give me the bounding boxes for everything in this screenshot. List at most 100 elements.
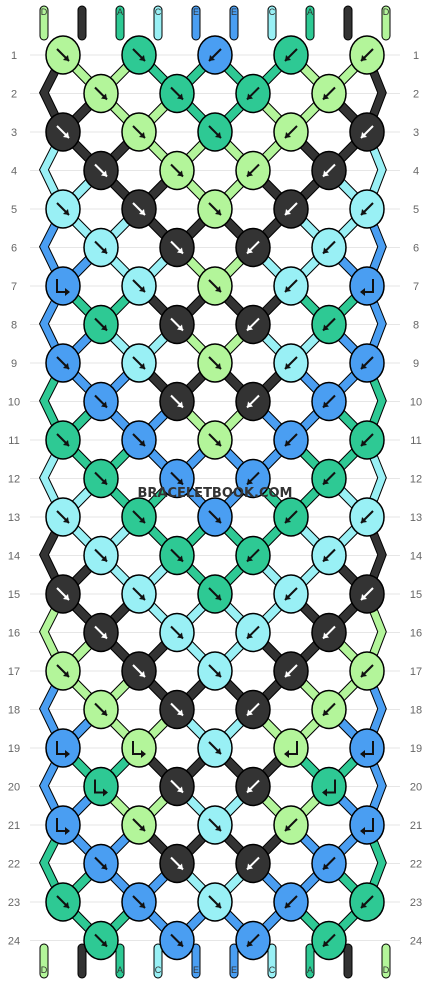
row-number-right: 5 [413, 204, 419, 216]
knot [45, 112, 81, 152]
knot [159, 304, 195, 345]
row-number-right: 12 [410, 474, 422, 486]
knot-arrow-head [247, 478, 253, 485]
knot-arrow-head [361, 671, 367, 677]
row-number-left: 1 [11, 50, 17, 62]
knot [273, 35, 309, 75]
knot [159, 843, 195, 884]
strand-label-bottom: E [231, 965, 237, 975]
knot [159, 920, 195, 961]
knot [235, 843, 271, 884]
knot [121, 728, 157, 768]
knot [235, 766, 271, 807]
knot-arrow-head [139, 132, 145, 138]
knot [83, 535, 119, 576]
knot-arrow-head [215, 825, 221, 831]
knot-oval [349, 805, 385, 845]
knot [311, 227, 347, 268]
knot [197, 651, 233, 691]
row-number-right: 17 [410, 666, 422, 678]
row-number-right: 1 [413, 50, 419, 62]
knot-arrow-head [215, 440, 221, 446]
knot-arrow-head [247, 324, 253, 331]
strand-label-bottom: D [41, 965, 48, 975]
knot [45, 35, 81, 75]
knot-arrow-head [247, 555, 253, 562]
knot-arrow-head [101, 93, 107, 100]
knot [273, 420, 309, 460]
knot-arrow-head [101, 247, 107, 254]
knot [311, 458, 347, 499]
knot-arrow-head [361, 363, 367, 369]
knot [121, 574, 157, 614]
strand-label-top: E [193, 7, 199, 17]
knot-arrow-head [63, 132, 69, 138]
knot [235, 920, 271, 961]
strand-label-top: E [231, 7, 237, 17]
row-number-right: 21 [410, 820, 422, 832]
knot [235, 535, 271, 576]
knot [197, 497, 233, 537]
knot-arrow-head [209, 55, 215, 61]
knot-arrow-head [63, 902, 69, 908]
knot [121, 189, 157, 229]
knot-arrow-head [215, 363, 221, 369]
knot-arrow-head [322, 788, 327, 797]
knot-arrow-head [323, 555, 329, 562]
knot-arrow-head [285, 517, 291, 523]
knot-arrow-head [177, 478, 183, 485]
knot [121, 651, 157, 691]
knot-arrow-head [360, 750, 365, 758]
row-number-left: 5 [11, 204, 17, 216]
knot-layer [45, 35, 385, 961]
knot-arrow-head [101, 478, 107, 485]
knot [159, 766, 195, 807]
knot-arrow-head [285, 440, 291, 446]
row-number-right: 2 [413, 89, 419, 101]
knot [45, 882, 81, 922]
knot [311, 766, 347, 807]
knot [197, 189, 233, 229]
knot-arrow-head [139, 286, 145, 292]
knot [121, 420, 157, 460]
knot-arrow-head [65, 827, 70, 835]
knot [311, 73, 347, 114]
knot-arrow-head [101, 709, 107, 716]
knot-arrow-head [247, 863, 253, 870]
knot-arrow-head [177, 93, 183, 100]
strand-label-bottom: E [193, 965, 199, 975]
knot-arrow-head [323, 170, 329, 177]
knot-arrow-head [285, 286, 291, 292]
knot-arrow-head [247, 247, 253, 254]
knot-arrow-head [215, 132, 221, 138]
knot-arrow-head [360, 827, 365, 835]
knot-arrow-head [361, 55, 367, 61]
knot [235, 304, 271, 345]
knot-arrow-head [177, 401, 183, 408]
knot-arrow-head [101, 170, 107, 177]
knot-arrow-head [101, 863, 107, 870]
knot-arrow-head [285, 363, 291, 369]
row-number-left: 8 [11, 320, 17, 332]
knot-arrow-head [215, 594, 221, 600]
knot-arrow-head [361, 902, 367, 908]
knot [197, 343, 233, 383]
knot [197, 266, 233, 306]
knot [235, 150, 271, 191]
knot-arrow-head [323, 478, 329, 485]
row-number-left: 9 [11, 358, 17, 370]
knot-oval [83, 766, 119, 807]
knot [349, 189, 385, 229]
knot-oval [349, 728, 385, 768]
knot-arrow-head [139, 440, 145, 446]
knot [83, 73, 119, 114]
knot-arrow-head [247, 401, 253, 408]
row-number-right: 6 [413, 243, 419, 255]
knot-arrow-head [103, 788, 108, 797]
knot-oval [45, 805, 81, 845]
row-number-right: 10 [410, 397, 422, 409]
knot [83, 920, 119, 961]
knot-arrow-head [361, 440, 367, 446]
knot [159, 535, 195, 576]
